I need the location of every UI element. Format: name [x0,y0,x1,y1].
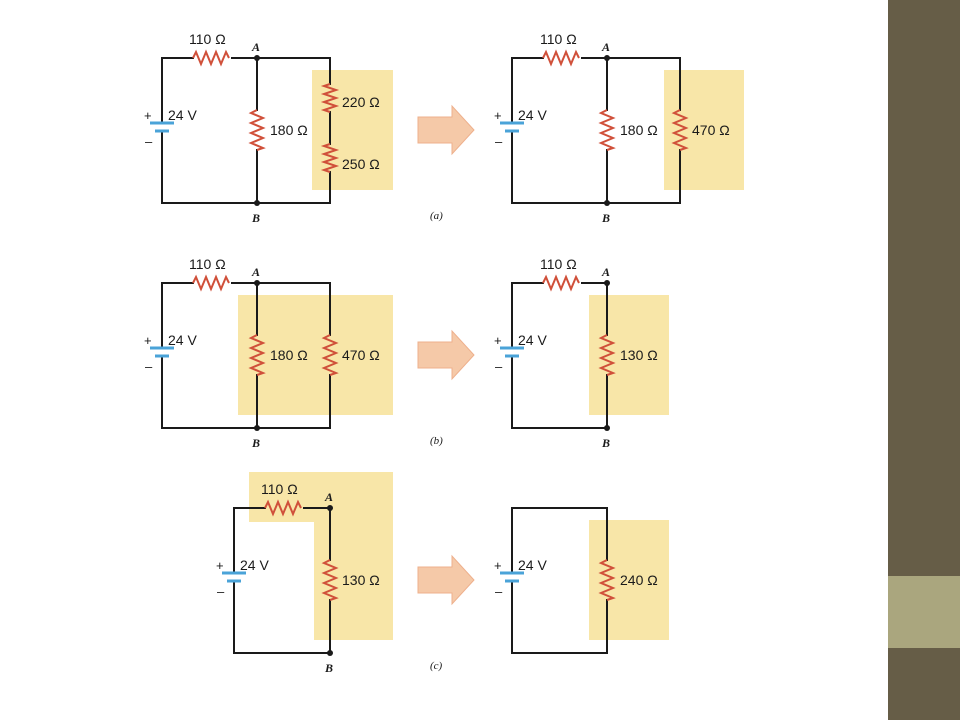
node-a-label: A [251,40,260,54]
panel-a: 110 Ω A B 24 V + – 180 Ω 220 Ω 250 Ω (a) [144,31,744,225]
minus-sign: – [495,584,503,599]
label-voltage: 24 V [518,557,547,573]
resistor-180 [598,109,616,151]
wire [511,57,681,204]
plus-sign: + [494,108,502,123]
circuit-b-original: 110 Ω A B 24 V + – 180 Ω 470 Ω [144,256,393,450]
panel-caption: (b) [430,435,443,447]
label-r-top: 110 Ω [189,256,226,272]
resistor-220 [320,83,340,113]
label-voltage: 24 V [518,332,547,348]
label-voltage: 24 V [168,107,197,123]
minus-sign: – [495,359,503,374]
minus-sign: – [145,359,153,374]
node-dot [327,650,333,656]
node-dot [327,505,333,511]
resistor-180 [248,334,266,376]
label-r-right: 130 Ω [620,347,658,363]
node-a-label: A [251,265,260,279]
circuit-c-original: 110 Ω A B 24 V + – 130 Ω [216,472,393,675]
label-r-top: 110 Ω [189,31,226,47]
minus-sign: – [145,134,153,149]
highlight-box [238,295,393,415]
highlight-box [589,520,669,640]
circuit-b-reduced: 110 Ω A B 24 V + – 130 Ω [494,256,669,450]
arrow-right-icon [417,329,475,381]
panel-caption: (c) [430,660,443,672]
node-dot [254,280,260,286]
plus-sign: + [144,108,152,123]
arrow-right-icon [417,104,475,156]
node-dot [604,425,610,431]
label-r-right: 470 Ω [692,122,730,138]
node-a-label: A [601,40,610,54]
node-dot [604,200,610,206]
circuit-a-original: 110 Ω A B 24 V + – 180 Ω 220 Ω 250 Ω [144,31,393,225]
label-voltage: 24 V [168,332,197,348]
plus-sign: + [494,333,502,348]
label-r-mid: 180 Ω [270,122,308,138]
node-b-label: B [601,436,610,450]
resistor-130 [598,334,616,376]
highlight-box [312,70,393,190]
node-b-label: B [601,211,610,225]
label-r-right: 240 Ω [620,572,658,588]
wire [161,282,331,429]
label-r-mid: 180 Ω [270,347,308,363]
circuit-diagram: 110 Ω A B 24 V + – 180 Ω 220 Ω 250 Ω (a) [144,31,744,675]
plus-sign: + [216,558,224,573]
resistor-470 [321,334,339,376]
minus-sign: – [217,584,225,599]
highlight-box [664,70,744,190]
label-r-right: 470 Ω [342,347,380,363]
label-voltage: 24 V [240,557,269,573]
resistor-470 [671,109,689,151]
node-dot [604,55,610,61]
node-a-label: A [601,265,610,279]
node-dot [254,200,260,206]
highlight-box [589,295,669,415]
panel-caption: (a) [430,210,443,222]
label-r-top: 110 Ω [540,256,577,272]
label-r-top: 110 Ω [540,31,577,47]
plus-sign: + [144,333,152,348]
node-b-label: B [324,661,333,675]
resistor-110 [542,274,580,292]
node-dot [254,55,260,61]
wire [161,57,331,204]
circuit-a-reduced: 110 Ω A B 24 V + – 180 Ω 470 Ω [494,31,744,225]
panel-b: 110 Ω A B 24 V + – 180 Ω 470 Ω (b) [144,256,669,450]
node-a-label: A [324,490,333,504]
resistor-130 [321,559,339,601]
plus-sign: + [494,558,502,573]
label-voltage: 24 V [518,107,547,123]
resistor-110 [192,49,230,67]
label-r-mid: 180 Ω [620,122,658,138]
panel-c: 110 Ω A B 24 V + – 130 Ω (c) 24 V + – 2 [216,472,669,675]
node-b-label: B [251,436,260,450]
resistor-180 [248,109,266,151]
resistor-250 [320,143,340,173]
node-dot [254,425,260,431]
node-dot [604,280,610,286]
resistor-110 [264,499,302,517]
label-r-right-top: 220 Ω [342,94,380,110]
resistor-110 [542,49,580,67]
minus-sign: – [495,134,503,149]
wire [511,507,608,654]
label-r-right: 130 Ω [342,572,380,588]
circuit-c-reduced: 24 V + – 240 Ω [494,507,669,654]
resistor-240 [598,559,616,601]
label-r-right-bottom: 250 Ω [342,156,380,172]
highlight-box [249,472,393,640]
sidebar-accent-block [888,576,960,648]
arrow-right-icon [417,554,475,606]
node-b-label: B [251,211,260,225]
resistor-110 [192,274,230,292]
label-r-top: 110 Ω [261,481,298,497]
